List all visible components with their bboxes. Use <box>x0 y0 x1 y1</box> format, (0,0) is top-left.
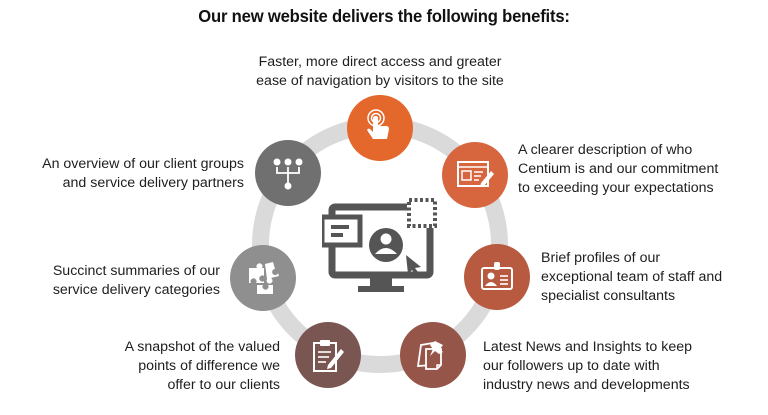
benefit-label-snapshot: A snapshot of the valued points of diffe… <box>124 339 280 393</box>
benefit-node-overview <box>255 140 321 206</box>
id-badge-icon <box>481 262 513 290</box>
benefit-node-summaries <box>230 245 296 311</box>
pinned-notes-icon <box>416 341 443 370</box>
benefit-node-description <box>442 142 508 208</box>
benefit-node-news <box>400 322 466 388</box>
clipboard-pen-icon <box>313 340 344 372</box>
benefit-label-profiles: Brief profiles of our exceptional team o… <box>541 250 723 304</box>
touch-hand-icon <box>367 109 389 139</box>
benefit-node-navigation <box>347 95 413 161</box>
hierarchy-icon <box>273 158 303 190</box>
benefit-node-profiles <box>464 244 530 310</box>
benefit-label-summaries: Succinct summaries of our service delive… <box>52 263 220 298</box>
puzzle-icon <box>249 262 279 294</box>
benefit-node-snapshot <box>295 322 361 388</box>
benefit-label-navigation: Faster, more direct access and greater e… <box>256 54 504 89</box>
page-title: Our new website delivers the following b… <box>198 6 570 26</box>
benefit-label-description: A clearer description of who Centium is … <box>518 142 719 196</box>
benefit-label-overview: An overview of our client groups and ser… <box>42 156 244 191</box>
benefit-label-news: Latest News and Insights to keep our fol… <box>483 339 692 393</box>
web-editor-icon <box>457 161 494 187</box>
monitor-user-icon <box>322 198 437 292</box>
